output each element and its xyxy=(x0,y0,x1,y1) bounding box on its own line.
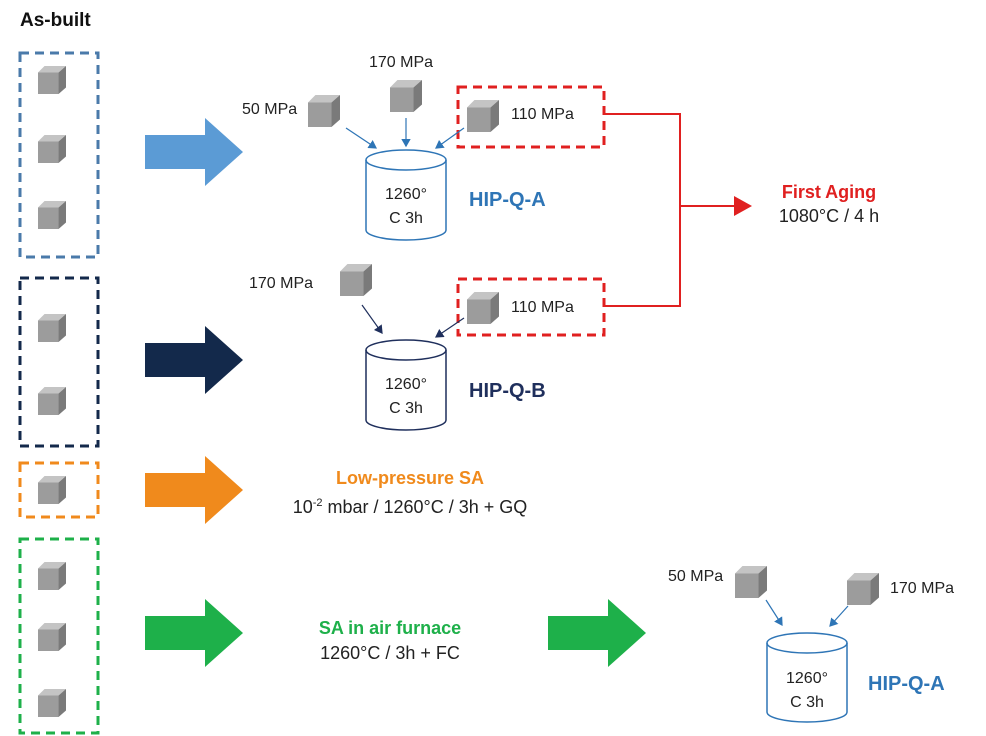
aging-connector xyxy=(604,113,752,307)
page-title: As-built xyxy=(20,10,91,31)
pressure-label-50mpa-a: 50 MPa xyxy=(242,101,298,118)
arrow-air-furnace-second xyxy=(548,599,646,667)
process-label-hip-q-a: HIP-Q-A xyxy=(469,189,546,211)
condition-base: 10 xyxy=(292,497,313,517)
cylinder-temp-b: 1260° C 3h xyxy=(366,373,446,421)
cylinder-temp-a: 1260° C 3h xyxy=(366,183,446,231)
low-pressure-condition: 10-2 mbar / 1260°C / 3h + GQ xyxy=(240,490,580,520)
pressure-label-50mpa-c: 50 MPa xyxy=(668,568,724,585)
cube-170mpa-b xyxy=(340,264,372,296)
sample-cube xyxy=(38,689,66,717)
sample-cube xyxy=(38,135,66,163)
cube-170mpa-a xyxy=(390,80,422,112)
cylinder-hip-c xyxy=(766,632,848,723)
group-box-a xyxy=(18,51,100,259)
dashed-box-110mpa-a xyxy=(456,85,606,149)
pressure-label-110mpa-a: 110 MPa xyxy=(511,106,574,123)
sample-cube xyxy=(38,623,66,651)
cylinder-line2: C 3h xyxy=(790,694,824,711)
sample-cube xyxy=(38,562,66,590)
arrow-route-a xyxy=(145,118,243,186)
group-box-low-pressure xyxy=(18,461,100,519)
aging-condition: 1080°C / 4 h xyxy=(778,206,880,226)
group-box-air-furnace xyxy=(18,537,100,735)
low-pressure-title: Low-pressure SA xyxy=(335,468,485,488)
cylinder-line2: C 3h xyxy=(389,400,423,417)
arrow-route-b xyxy=(145,326,243,394)
pressure-label-170mpa-b: 170 MPa xyxy=(249,275,314,292)
air-furnace-block: SA in air furnace 1260°C / 3h + FC xyxy=(280,616,500,666)
cylinder-line1: 1260° xyxy=(385,186,427,203)
process-label-hip-q-a-c: HIP-Q-A xyxy=(868,673,945,695)
sample-cube xyxy=(38,201,66,229)
air-furnace-condition: 1260°C / 3h + FC xyxy=(320,643,460,663)
aging-block: First Aging 1080°C / 4 h xyxy=(754,180,904,228)
pressure-label-170mpa-c: 170 MPa xyxy=(890,580,955,597)
arrow-air-furnace xyxy=(145,599,243,667)
cube-110mpa-a xyxy=(467,100,499,132)
pressure-label-170mpa-a: 170 MPa xyxy=(369,54,434,71)
cylinder-hip-a xyxy=(365,149,447,241)
sample-cube xyxy=(38,66,66,94)
condition-rest: mbar / 1260°C / 3h + GQ xyxy=(322,497,528,517)
process-label-hip-q-b: HIP-Q-B xyxy=(469,380,546,402)
cylinder-line1: 1260° xyxy=(786,670,828,687)
cube-50mpa-a xyxy=(308,95,340,127)
cylinder-temp-c: 1260° C 3h xyxy=(767,667,847,715)
arrow-low-pressure xyxy=(145,456,243,524)
sample-cube xyxy=(38,387,66,415)
cube-50mpa-c xyxy=(735,566,767,598)
aging-title: First Aging xyxy=(781,182,877,202)
pressure-label-110mpa-b: 110 MPa xyxy=(511,299,574,316)
cube-170mpa-c xyxy=(847,573,879,605)
cylinder-line1: 1260° xyxy=(385,376,427,393)
cylinder-hip-b xyxy=(365,339,447,431)
group-box-b xyxy=(18,276,100,448)
air-furnace-title: SA in air furnace xyxy=(318,618,462,638)
sample-cube xyxy=(38,476,66,504)
sample-cube xyxy=(38,314,66,342)
condition-exponent: -2 xyxy=(312,497,323,509)
cube-110mpa-b xyxy=(467,292,499,324)
low-pressure-block: Low-pressure SA 10-2 mbar / 1260°C / 3h … xyxy=(240,466,580,520)
cylinder-line2: C 3h xyxy=(389,210,423,227)
